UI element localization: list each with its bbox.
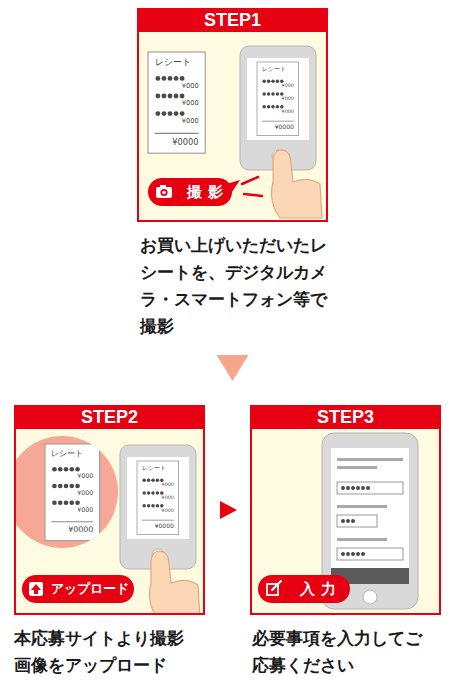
receipt-amount: ¥000: [166, 118, 199, 125]
receipt-amount: ¥000: [270, 84, 294, 89]
receipt-amount: ¥000: [62, 507, 94, 513]
step-header: STEP3: [250, 405, 441, 429]
action-pill: 撮 影: [148, 178, 232, 206]
step-header: STEP1: [137, 8, 328, 32]
step-panel: STEP2本応募サイトより撮影画像をアップロードアップロード: [14, 405, 205, 615]
action-label: アップロード: [51, 580, 129, 598]
receipt-amount: ¥000: [62, 473, 94, 479]
flow-arrow: [220, 501, 237, 519]
action-pill: アップロード: [22, 575, 134, 603]
receipt-title: レシート: [262, 66, 297, 72]
flow-arrow: [217, 355, 249, 381]
step-description: 必要事項を入力してご応募ください: [252, 625, 432, 679]
receipt-amount: ¥000: [150, 509, 174, 514]
receipt-title: レシート: [51, 449, 97, 457]
receipt-amount: ¥0000: [56, 526, 94, 534]
receipt-amount: ¥0000: [145, 523, 174, 529]
receipt-amount: ¥000: [166, 83, 199, 90]
receipt-amount: ¥000: [166, 100, 199, 107]
step-panel: STEP3必要事項を入力してご応募ください入 力: [250, 405, 441, 615]
receipt-title: レシート: [155, 58, 203, 67]
step-description: 本応募サイトより撮影画像をアップロード: [14, 625, 194, 679]
action-label: 入 力: [300, 580, 335, 599]
receipt-title: レシート: [142, 465, 177, 471]
receipt-amount: ¥0000: [159, 138, 199, 146]
step-description: お買い上げいただいたレシートを、デジタルカメラ・スマートフォン等で撮影: [140, 232, 330, 340]
receipt-amount: ¥000: [270, 110, 294, 115]
receipt-amount: ¥000: [150, 483, 174, 488]
receipt-amount: ¥000: [150, 496, 174, 501]
action-label: 撮 影: [187, 183, 222, 202]
action-pill: 入 力: [258, 575, 350, 603]
step-header: STEP2: [14, 405, 205, 429]
receipt-amount: ¥000: [62, 490, 94, 496]
step-panel: STEP1お買い上げいただいたレシートを、デジタルカメラ・スマートフォン等で撮影…: [137, 8, 328, 222]
receipt-amount: ¥000: [270, 97, 294, 102]
receipt-amount: ¥0000: [265, 124, 294, 130]
